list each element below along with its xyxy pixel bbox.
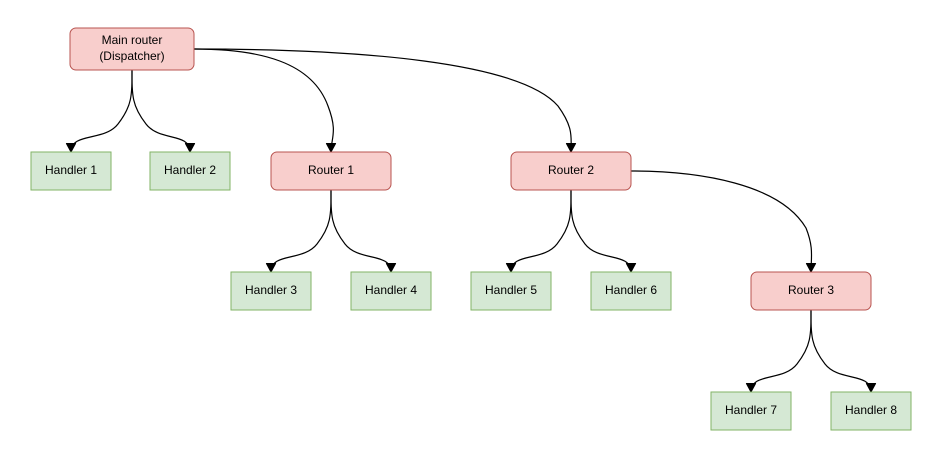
router-1-label: Router 1: [308, 163, 354, 177]
edge-router-2-to-router-3: [630, 170, 813, 273]
handler-5-label: Handler 5: [485, 283, 537, 297]
handler-6-label: Handler 6: [605, 283, 657, 297]
node-handler-1[interactable]: Handler 1: [30, 151, 112, 191]
handler-8-label: Handler 8: [845, 403, 897, 417]
node-main-router[interactable]: Main router (Dispatcher): [69, 27, 195, 71]
handler-4-box[interactable]: [350, 271, 432, 311]
edge-main-router-to-handler-2: [131, 69, 191, 153]
node-handler-8[interactable]: Handler 8: [830, 391, 912, 431]
router-3-label: Router 3: [788, 283, 834, 297]
router-1-box[interactable]: [270, 151, 392, 191]
node-handler-4[interactable]: Handler 4: [350, 271, 432, 311]
nodes-layer: Main router (Dispatcher) Handler 1 Handler …: [30, 27, 912, 431]
node-handler-3[interactable]: Handler 3: [230, 271, 312, 311]
arrowhead: [325, 143, 337, 153]
main-router-box[interactable]: [69, 27, 195, 71]
main-router-label: Main router: [102, 33, 163, 47]
arrowhead: [565, 143, 577, 153]
edge-router-1-to-handler-4: [330, 189, 392, 273]
node-handler-6[interactable]: Handler 6: [590, 271, 672, 311]
router-2-box[interactable]: [510, 151, 632, 191]
edge-router-3-to-handler-7: [750, 309, 812, 393]
arrowhead: [184, 143, 196, 153]
arrowhead: [865, 383, 877, 393]
node-router-2[interactable]: Router 2: [510, 151, 632, 191]
handler-7-label: Handler 7: [725, 403, 777, 417]
arrowhead: [265, 263, 277, 273]
arrowhead: [505, 263, 517, 273]
edges-layer: [70, 48, 872, 393]
node-handler-2[interactable]: Handler 2: [149, 151, 231, 191]
arrowhead: [805, 263, 817, 273]
handler-1-label: Handler 1: [45, 163, 97, 177]
node-handler-7[interactable]: Handler 7: [710, 391, 792, 431]
handler-3-box[interactable]: [230, 271, 312, 311]
node-router-3[interactable]: Router 3: [750, 271, 872, 311]
edge-router-2-to-handler-5: [510, 189, 572, 273]
node-handler-5[interactable]: Handler 5: [470, 271, 552, 311]
edge-main-router-to-handler-1: [70, 69, 133, 153]
handler-5-box[interactable]: [470, 271, 552, 311]
edge-router-2-to-handler-6: [570, 189, 632, 273]
arrowheads-layer: [65, 143, 877, 393]
edge-router-3-to-handler-8: [810, 309, 872, 393]
edge-main-router-to-router-1: [193, 48, 334, 153]
arrowhead: [745, 383, 757, 393]
arrowhead: [385, 263, 397, 273]
handler-4-label: Handler 4: [365, 283, 417, 297]
handler-8-box[interactable]: [830, 391, 912, 431]
handler-1-box[interactable]: [30, 151, 112, 191]
edge-router-1-to-handler-3: [270, 189, 332, 273]
edge-main-router-to-router-2: [193, 48, 572, 153]
handler-7-box[interactable]: [710, 391, 792, 431]
router-3-box[interactable]: [750, 271, 872, 311]
handler-2-label: Handler 2: [164, 163, 216, 177]
handler-6-box[interactable]: [590, 271, 672, 311]
arrowhead: [65, 143, 77, 153]
arrowhead: [625, 263, 637, 273]
node-router-1[interactable]: Router 1: [270, 151, 392, 191]
handler-2-box[interactable]: [149, 151, 231, 191]
router-2-label: Router 2: [548, 163, 594, 177]
main-router-label: (Dispatcher): [99, 49, 164, 63]
handler-3-label: Handler 3: [245, 283, 297, 297]
